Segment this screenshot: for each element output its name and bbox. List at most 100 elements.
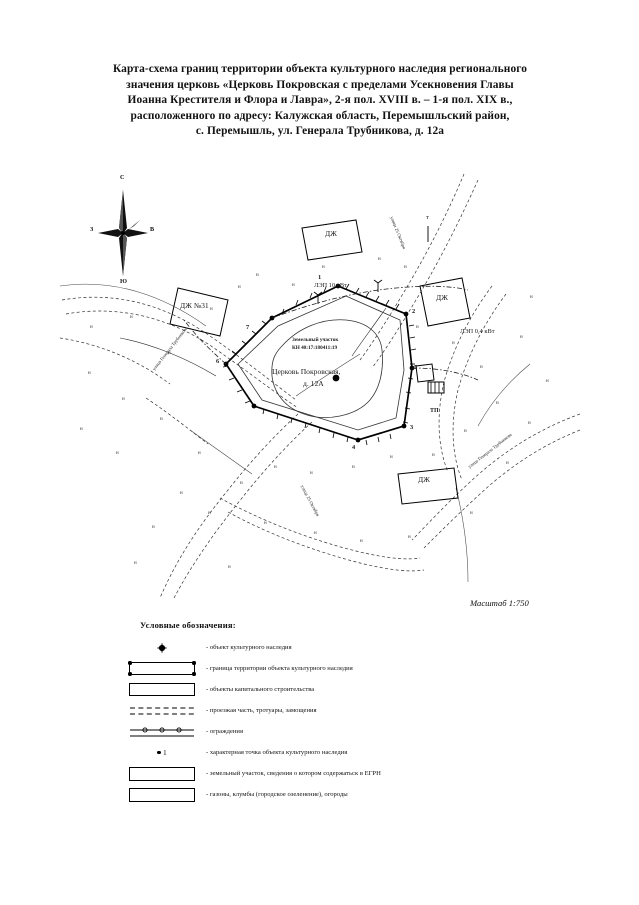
svg-text:н: н <box>352 465 355 470</box>
roadway-network <box>60 173 580 598</box>
legend-item-land-parcel: - земельный участок, сведения о котором … <box>118 763 538 784</box>
vegetation-symbols: ннн ннн ннн ннн ннн ннн ннн ннн ннн ннн … <box>80 257 549 570</box>
page-title: Карта-схема границ территории объекта ку… <box>64 62 576 140</box>
svg-text:н: н <box>452 341 455 346</box>
legend-text-0: - объект культурного наследия <box>206 644 292 651</box>
heritage-territory-boundary <box>222 283 417 446</box>
svg-text:н: н <box>180 491 183 496</box>
legend-text-1: - граница территории объекта культурного… <box>206 665 353 672</box>
title-line-2: значения церковь «Церковь Покровская с п… <box>126 78 514 91</box>
power-poles <box>313 279 383 304</box>
svg-text:н: н <box>264 521 267 526</box>
building-rect-dzh-bottom <box>397 467 459 505</box>
svg-text:н: н <box>228 565 231 570</box>
object-label-line-2: д. 12А <box>303 379 324 388</box>
legend: Условные обозначения: - объект культурно… <box>118 620 538 805</box>
legend-item-roadway: - проезжая часть, тротуары, замощения <box>118 700 538 721</box>
svg-text:н: н <box>464 429 467 434</box>
substation-label: ТП <box>430 408 439 414</box>
parcel-label-line-1: Земельный участок <box>292 337 339 343</box>
svg-text:н: н <box>314 531 317 536</box>
vertex-label-6: 6 <box>216 358 220 365</box>
svg-text:н: н <box>470 511 473 516</box>
legend-item-capital-construction: - объекты капитального строительства <box>118 679 538 700</box>
building-label-dzh-31: ДЖ №31 <box>180 301 209 310</box>
power-line-label-04kw: ЛЭП 0,4 кВт <box>460 328 495 335</box>
title-line-3: Иоанна Крестителя и Флора и Лавра», 2-я … <box>127 94 513 107</box>
svg-text:н: н <box>208 511 211 516</box>
legend-text-7: - газоны, клумбы (городское озеленение),… <box>206 791 348 798</box>
building-label-dzh-bottom: ДЖ <box>418 475 430 484</box>
heritage-object-marker <box>332 374 340 382</box>
svg-text:н: н <box>360 539 363 544</box>
power-line-label-10kw: ЛЭП 10 кВт <box>314 282 347 289</box>
svg-text:н: н <box>152 525 155 530</box>
title-line-4: расположенного по адресу: Калужская обла… <box>130 109 510 122</box>
legend-item-territory-boundary: - граница территории объекта культурного… <box>118 658 538 679</box>
svg-text:н: н <box>496 401 499 406</box>
vertex-label-1: 1 <box>318 274 322 281</box>
characteristic-point-icon: 1 <box>118 742 206 763</box>
title-line-1: Карта-схема границ территории объекта ку… <box>112 63 528 75</box>
legend-text-2: - объекты капитального строительства <box>206 686 315 693</box>
lawn-icon <box>118 784 206 805</box>
direction-tick-label: т <box>426 214 429 221</box>
legend-rows: - объект культурного наследия - граница … <box>118 637 538 805</box>
svg-text:н: н <box>168 351 171 356</box>
legend-item-lawn: - газоны, клумбы (городское озеленение),… <box>118 784 538 805</box>
svg-text:н: н <box>130 315 133 320</box>
svg-text:н: н <box>416 325 419 330</box>
territory-boundary-icon <box>118 658 206 679</box>
svg-text:н: н <box>292 283 295 288</box>
roadway-icon <box>118 700 206 721</box>
svg-text:н: н <box>238 285 241 290</box>
land-parcel-icon <box>118 763 206 784</box>
legend-text-4: - ограждения <box>206 728 243 735</box>
svg-text:н: н <box>530 295 533 300</box>
building-label-dzh-right: ДЖ <box>436 293 448 302</box>
legend-text-5: - характерная точка объекта культурного … <box>206 749 348 756</box>
svg-text:н: н <box>274 465 277 470</box>
svg-text:н: н <box>520 335 523 340</box>
fence-lines <box>119 307 387 377</box>
compass-label-west: З <box>90 226 94 233</box>
svg-text:н: н <box>122 397 125 402</box>
svg-text:н: н <box>404 265 407 270</box>
power-line-paths <box>183 285 479 381</box>
svg-text:н: н <box>506 461 509 466</box>
vertex-label-5: 5 <box>414 364 418 371</box>
svg-text:н: н <box>378 257 381 262</box>
vertex-label-7: 7 <box>246 324 250 331</box>
svg-text:н: н <box>88 371 91 376</box>
vertex-label-3: 3 <box>410 424 414 431</box>
svg-text:н: н <box>546 379 549 384</box>
svg-text:н: н <box>160 417 163 422</box>
object-label-line-1: Церковь Покровская, <box>272 367 341 376</box>
svg-text:н: н <box>90 325 93 330</box>
compass-rose <box>98 190 148 276</box>
building-label-dzh-top: ДЖ <box>325 229 337 238</box>
vertex-label-4: 4 <box>352 444 356 451</box>
compass-label-north: С <box>120 174 125 181</box>
svg-text:н: н <box>256 273 259 278</box>
svg-text:н: н <box>80 427 83 432</box>
svg-text:н: н <box>322 265 325 270</box>
svg-text:н: н <box>116 451 119 456</box>
vertex-label-2: 2 <box>412 308 416 315</box>
svg-text:н: н <box>210 307 213 312</box>
building-rect-dzh-31 <box>169 287 229 337</box>
legend-title: Условные обозначения: <box>140 620 236 630</box>
fence-icon <box>118 721 206 742</box>
svg-text:н: н <box>390 455 393 460</box>
land-parcel-outline <box>237 295 405 431</box>
map-scale: Масштаб 1:750 <box>470 598 529 608</box>
svg-text:н: н <box>432 453 435 458</box>
svg-text:н: н <box>134 561 137 566</box>
svg-text:н: н <box>198 451 201 456</box>
legend-item-characteristic-point: 1 - характерная точка объекта культурног… <box>118 742 538 763</box>
compass-label-south: Ю <box>120 278 127 285</box>
legend-item-fence: - ограждения <box>118 721 538 742</box>
building-rect-dzh-right <box>419 277 471 327</box>
